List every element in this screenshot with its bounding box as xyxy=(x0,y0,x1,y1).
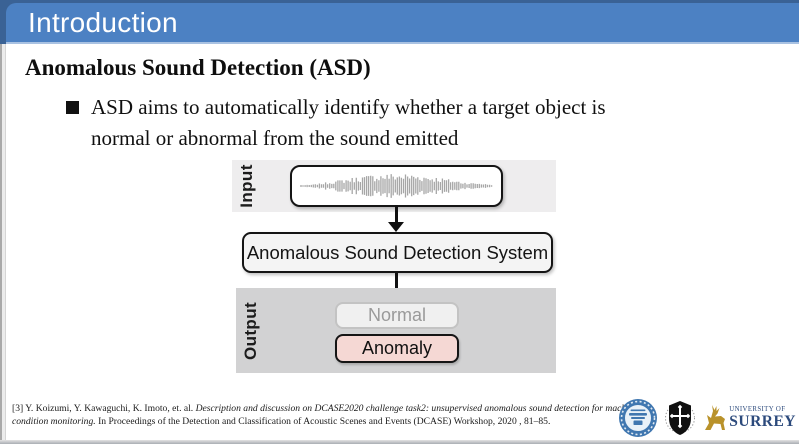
university-seal-icon xyxy=(619,399,658,437)
logo-row: UNIVERSITY OF SURREY xyxy=(618,396,796,440)
header-title: Introduction xyxy=(28,6,178,38)
bullet-marker-icon xyxy=(66,101,79,114)
surrey-logo: UNIVERSITY OF SURREY xyxy=(702,403,796,433)
asd-system-label: Anomalous Sound Detection System xyxy=(246,241,549,263)
output-band: Output Normal Anomaly xyxy=(236,288,556,373)
surrey-wordmark: UNIVERSITY OF SURREY xyxy=(729,405,796,430)
surrey-wordmark-bottom: SURREY xyxy=(729,412,796,430)
asd-diagram: Input Anomalous Sound Detection System O… xyxy=(232,158,556,376)
slide-header: Introduction xyxy=(6,3,799,42)
anomaly-box: Anomaly xyxy=(335,334,459,363)
slide-bottom-edge xyxy=(0,440,799,444)
citation: [3] Y. Koizumi, Y. Kawaguchi, K. Imoto, … xyxy=(12,403,644,428)
bullet-text: ASD aims to automatically identify wheth… xyxy=(91,92,606,154)
citation-italic-title: Description and discussion on DCASE2020 … xyxy=(12,403,638,427)
normal-box: Normal xyxy=(335,302,459,329)
bullet-line-1: ASD aims to automatically identify wheth… xyxy=(91,95,606,119)
input-label: Input xyxy=(237,164,256,208)
university-shield-icon xyxy=(665,401,696,435)
header-underline xyxy=(6,42,799,44)
slide-left-edge xyxy=(0,44,6,444)
asd-system-box: Anomalous Sound Detection System xyxy=(242,232,553,273)
output-label: Output xyxy=(241,301,260,360)
arrow-down-line-2 xyxy=(395,273,398,293)
citation-prefix: [3] Y. Koizumi, Y. Kawaguchi, K. Imoto, … xyxy=(12,403,196,414)
input-waveform-box xyxy=(290,165,503,207)
arrow-down-line-1 xyxy=(395,205,398,223)
bullet-line-2: normal or abnormal from the sound emitte… xyxy=(91,126,459,150)
input-band: Input xyxy=(232,160,556,212)
citation-suffix: In Proceedings of the Detection and Clas… xyxy=(95,415,551,427)
slide-top-edge: Introduction xyxy=(0,0,799,42)
waveform-icon xyxy=(299,174,492,198)
bullet-item: ASD aims to automatically identify wheth… xyxy=(66,92,606,154)
surrey-wordmark-top: UNIVERSITY OF xyxy=(729,405,786,413)
arrow-down-icon-1 xyxy=(388,222,404,232)
slide-body: Anomalous Sound Detection (ASD) ASD aims… xyxy=(0,44,799,444)
page-title: Anomalous Sound Detection (ASD) xyxy=(25,55,371,80)
surrey-stag-icon xyxy=(705,405,726,430)
